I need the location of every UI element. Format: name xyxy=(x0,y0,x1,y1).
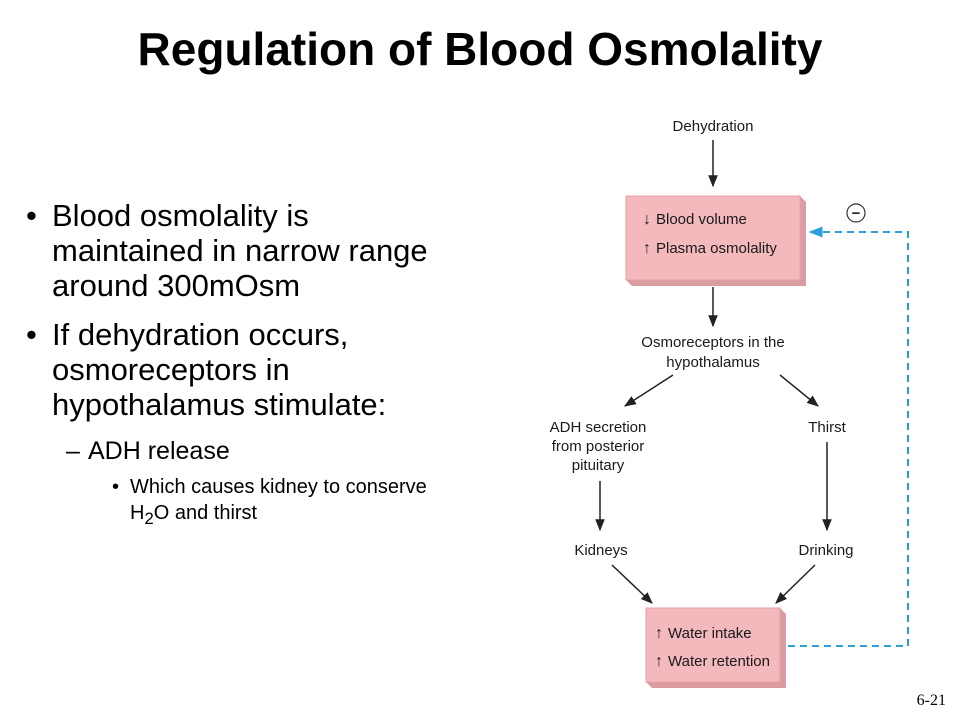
page-number: 6-21 xyxy=(916,692,946,709)
bullet-dot: • xyxy=(26,198,37,233)
subscript: 2 xyxy=(144,509,154,528)
text-pre: Which causes kidney to conserve H xyxy=(130,476,427,524)
box1-line1: Blood volume xyxy=(656,211,747,228)
arrow-up-icon: ↑ xyxy=(643,240,651,257)
bullet-dot: • xyxy=(26,317,37,352)
box1-line2: Plasma osmolality xyxy=(656,240,777,257)
drinking-label: Drinking xyxy=(798,542,853,559)
adh-line1: ADH secretion xyxy=(550,419,647,436)
bullet-list: • Blood osmolality is maintained in narr… xyxy=(26,198,456,532)
thirst-label: Thirst xyxy=(808,419,846,436)
water-box: ↑ Water intake ↑ Water retention xyxy=(645,607,786,688)
bullet-text: Blood osmolality is maintained in narrow… xyxy=(52,198,428,303)
arrow-to-adh xyxy=(623,374,674,407)
kidneys-label: Kidneys xyxy=(574,542,627,559)
arrow-to-thirst xyxy=(779,374,819,407)
text-post: O and thirst xyxy=(153,502,258,524)
adh-line2: from posterior xyxy=(552,438,645,455)
osmoreceptors-line1: Osmoreceptors in the xyxy=(641,334,784,351)
sub-bullet-dash: – xyxy=(66,437,80,465)
bullet-item: • If dehydration occurs, osmoreceptors i… xyxy=(26,317,456,422)
arrow-up-icon: ↑ xyxy=(655,625,663,642)
arrow-down-icon: ↓ xyxy=(643,211,651,228)
negative-feedback-line xyxy=(788,226,909,647)
feedback-sign: − xyxy=(852,205,861,222)
adh-line3: pituitary xyxy=(572,457,625,474)
sub-bullet-item: – ADH release xyxy=(26,436,456,466)
arrow-kidneys-to-box xyxy=(611,564,653,604)
bullet-item: • Blood osmolality is maintained in narr… xyxy=(26,198,456,303)
sub-sub-bullet-text: Which causes kidney to conserve H2O and … xyxy=(130,476,427,528)
sub-bullet-text: ADH release xyxy=(88,437,230,465)
arrow-drinking-to-box xyxy=(775,564,816,604)
box2-line2: Water retention xyxy=(668,653,770,670)
slide-title: Regulation of Blood Osmolality xyxy=(137,23,823,75)
box2-line1: Water intake xyxy=(668,625,752,642)
blood-volume-box: ↓ Blood volume ↑ Plasma osmolality xyxy=(625,195,806,286)
sub-sub-bullet-dot: • xyxy=(112,476,120,498)
arrow-up-icon: ↑ xyxy=(655,653,663,670)
minus-icon xyxy=(846,203,866,223)
osmoreceptors-line2: hypothalamus xyxy=(666,354,759,371)
sub-sub-bullet-item: • Which causes kidney to conserve H2O an… xyxy=(26,474,456,532)
bullet-text: If dehydration occurs, osmoreceptors in … xyxy=(52,317,387,422)
dehydration-label: Dehydration xyxy=(673,118,754,135)
